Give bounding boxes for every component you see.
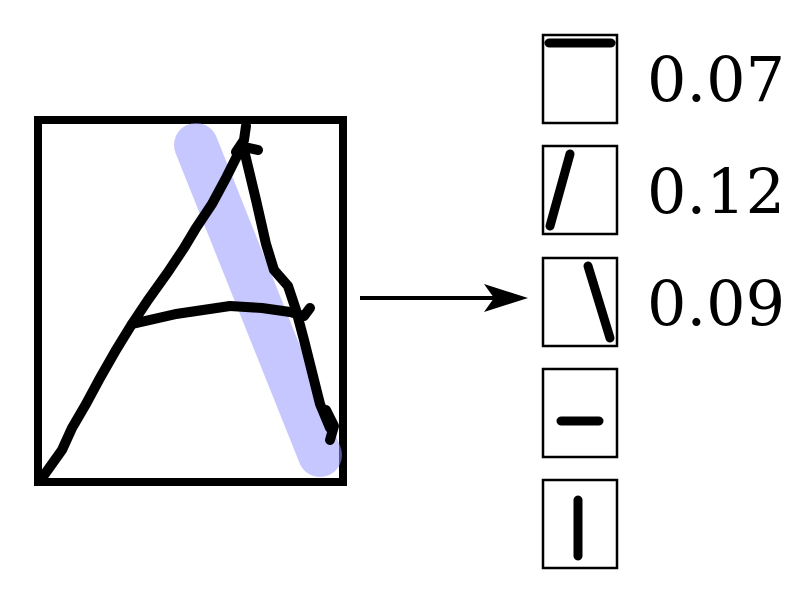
filter-3: 0.09 <box>541 256 785 348</box>
forward-slash-stroke-icon <box>545 149 575 231</box>
filter-1-frame <box>541 33 619 125</box>
filter-bank: 0.07 0.12 0.09 <box>541 33 785 570</box>
backslash-stroke-icon <box>583 261 615 343</box>
filter-2: 0.12 <box>541 144 785 236</box>
input-glyph-panel <box>34 116 347 486</box>
filter-2-score: 0.12 <box>647 155 785 228</box>
filter-3-frame <box>541 256 619 348</box>
filter-4-frame <box>541 367 619 459</box>
filter-5 <box>541 478 619 570</box>
flow-arrow <box>360 284 528 312</box>
handwritten-letter-a-icon <box>37 121 339 483</box>
arrow-head-icon <box>484 284 528 312</box>
filter-1: 0.07 <box>541 33 785 125</box>
filter-1-score: 0.07 <box>647 43 785 116</box>
filter-4 <box>541 367 619 459</box>
filter-3-score: 0.09 <box>647 267 785 340</box>
